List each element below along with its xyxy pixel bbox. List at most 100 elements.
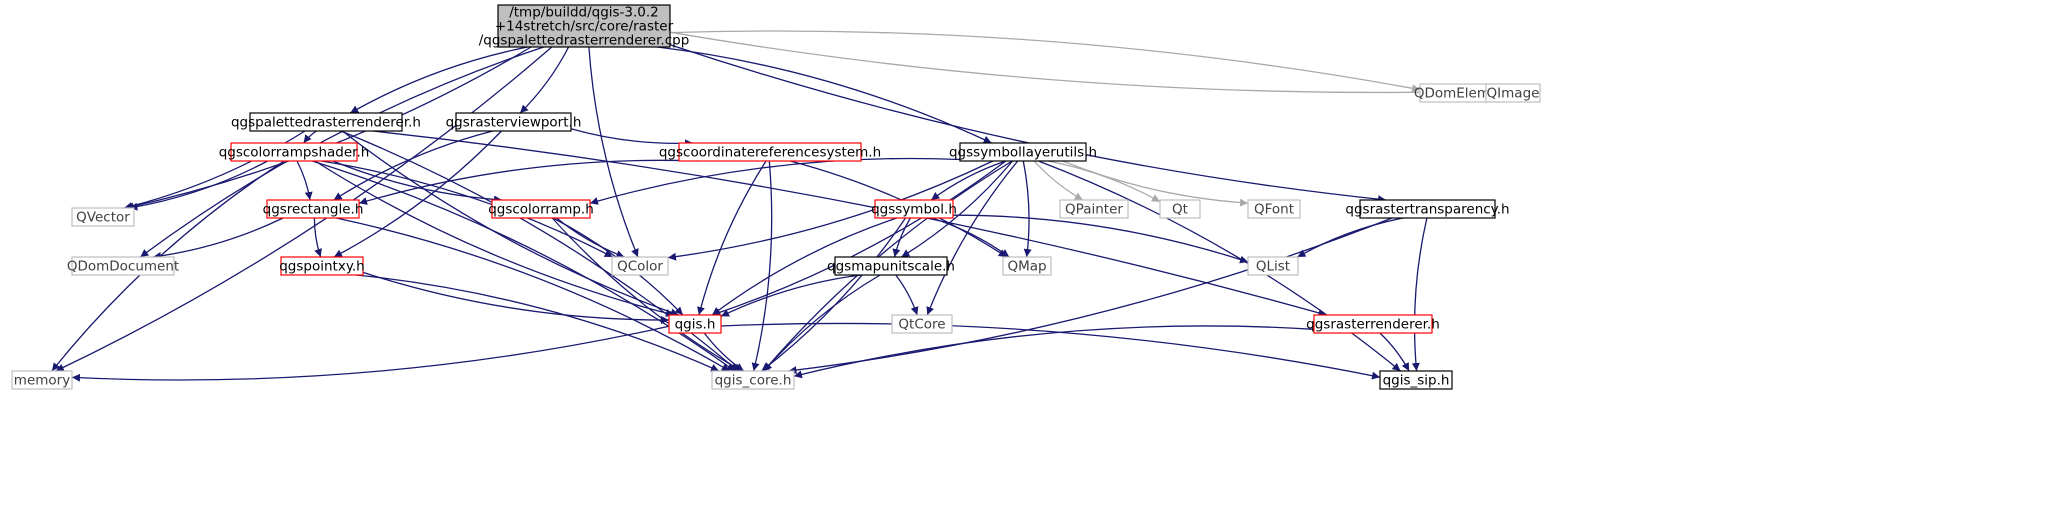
node-label-root: /tmp/buildd/qgis-3.0.2 [509, 5, 659, 21]
node-box-qgscoordinatereferencesystem_h [678, 142, 862, 162]
node-label-qgsrectangle_h: qgsrectangle.h [263, 202, 364, 218]
node-label-qgis_core_h: qgis_core.h [715, 373, 792, 389]
edge-qgscoordinatereferencesystem_h-to-qgis_core_h [751, 160, 773, 372]
node-label-qgspalettedrasterrenderer_h: qgspalettedrasterrenderer.h [231, 115, 421, 131]
node-label-qgscolorramp_h: qgscolorramp.h [488, 202, 594, 218]
node-qlist: QList [1247, 256, 1299, 276]
edge-qgssymbollayerutils_h-to-qgsmapunitscale_h [901, 160, 1014, 258]
edge-qgsrectangle_h-to-qgspointxy_h [313, 217, 322, 258]
edge-qgsrastertransparency_h-to-qgis_core_h [788, 217, 1393, 375]
edge-root-to-qdomdocument [139, 46, 544, 258]
node-qgsmapunitscale_h[interactable]: qgsmapunitscale.h [827, 256, 955, 276]
node-qgsrasterrenderer_h[interactable]: qgsrasterrenderer.h [1306, 314, 1440, 334]
node-qfont: QFont [1247, 199, 1301, 219]
node-box-qimage [1485, 83, 1541, 103]
node-label-memory: memory [14, 373, 70, 389]
edge-root-to-qgspalettedrasterrenderer_h [349, 46, 528, 114]
node-box-qtcore [891, 314, 953, 334]
node-qgis_h[interactable]: qgis.h [668, 314, 722, 334]
edge-qgspalettedrasterrenderer_h-to-qgscolorrampshader_h [303, 130, 317, 144]
edge-qgis_h-to-qgis_sip_h [720, 322, 1381, 380]
edge-root-to-qdomelement [669, 30, 1421, 93]
node-qgscolorramp_h[interactable]: qgscolorramp.h [488, 199, 594, 219]
node-qgssymbol_h[interactable]: qgssymbol.h [871, 199, 957, 219]
edge-qgscolorrampshader_h-to-qgsrectangle_h [296, 160, 313, 201]
node-qgsrectangle_h[interactable]: qgsrectangle.h [263, 199, 364, 219]
node-box-qgsrasterviewport_h [455, 112, 572, 132]
node-box-qfont [1247, 199, 1301, 219]
edge-root-to-qgsrastertransparency_h [669, 44, 1387, 204]
edge-qgsrastertransparency_h-to-qgis_sip_h [1411, 217, 1428, 372]
edge-qgssymbollayerutils_h-to-qfont [1062, 160, 1249, 207]
node-box-qvector [71, 207, 135, 227]
node-label-qgis_h: qgis.h [675, 317, 716, 333]
edge-qgspointxy_h-to-qgis_h [362, 271, 670, 325]
edge-qgssymbollayerutils_h-to-qgis_core_h [763, 160, 1013, 372]
edge-qgscolorrampshader_h-to-qvector [129, 160, 268, 211]
node-box-qgsrastertransparency_h [1359, 199, 1496, 219]
node-label-qimage: QImage [1487, 86, 1540, 102]
node-label-qt: Qt [1172, 202, 1188, 218]
edge-qgssymbol_h-to-qmap [931, 217, 1010, 258]
edge-qgscolorramp_h-to-qgis_core_h [551, 217, 743, 372]
node-root: /tmp/buildd/qgis-3.0.2+14stretch/src/cor… [479, 4, 690, 49]
node-label-qpainter: QPainter [1065, 202, 1123, 218]
node-box-qgis_core_h [711, 370, 795, 390]
node-box-qdomdocument [71, 256, 175, 276]
node-box-qgspointxy_h [280, 256, 364, 276]
node-label-qgsrastertransparency_h: qgsrastertransparency.h [1345, 202, 1509, 218]
node-box-qgis_sip_h [1379, 370, 1453, 390]
node-qgis_sip_h[interactable]: qgis_sip.h [1379, 370, 1453, 390]
node-box-qgscolorramp_h [491, 199, 591, 219]
edge-qgsrectangle_h-to-qdomdocument [152, 217, 284, 260]
node-label-qgsrasterrenderer_h: qgsrasterrenderer.h [1306, 317, 1440, 333]
edge-qgscoordinatereferencesystem_h-to-qgis_h [697, 160, 767, 316]
edge-qgspalettedrasterrenderer_h-to-qgsrasterrenderer_h [372, 130, 1327, 317]
node-qt: Qt [1159, 199, 1201, 219]
node-label-root: /qgspalettedrasterrenderer.cpp [479, 33, 690, 49]
edge-qgscolorrampshader_h-to-qgscolorramp_h [332, 160, 503, 204]
nodes-layer: /tmp/buildd/qgis-3.0.2+14stretch/src/cor… [11, 4, 1541, 390]
edge-qgssymbollayerutils_h-to-qgis_sip_h [1038, 160, 1401, 372]
node-label-qgscolorrampshader_h: qgscolorrampshader.h [219, 145, 370, 161]
node-label-root: +14stretch/src/core/raster [495, 19, 674, 35]
node-label-qlist: QList [1256, 259, 1290, 275]
node-label-qgssymbol_h: qgssymbol.h [871, 202, 957, 218]
edge-qgsrastertransparency_h-to-qlist [1297, 217, 1404, 258]
edge-qgsmapunitscale_h-to-qgis_core_h [763, 274, 881, 372]
node-label-qgsrasterviewport_h: qgsrasterviewport.h [446, 115, 582, 131]
node-label-qvector: QVector [76, 210, 130, 226]
node-box-qgssymbol_h [874, 199, 954, 219]
node-label-qtcore: QtCore [898, 317, 945, 333]
node-box-qgssymbollayerutils_h [959, 142, 1087, 162]
node-box-qgsrectangle_h [266, 199, 360, 219]
edge-qgssymbollayerutils_h-to-qcolor [667, 160, 994, 261]
edge-qgsrasterrenderer_h-to-qgis_core_h [793, 325, 1315, 379]
node-qgsrastertransparency_h[interactable]: qgsrastertransparency.h [1345, 199, 1510, 219]
node-qgscolorrampshader_h[interactable]: qgscolorrampshader.h [219, 142, 370, 162]
edge-qgsrasterviewport_h-to-qgscoordinatereferencesystem_h [570, 128, 694, 148]
node-label-qmap: QMap [1007, 259, 1046, 275]
node-qimage: QImage [1485, 83, 1541, 103]
edge-qgssymbollayerutils_h-to-qt [1047, 160, 1161, 203]
node-memory: memory [11, 370, 73, 390]
node-label-qgspointxy_h: qgspointxy.h [279, 259, 365, 275]
node-qpainter: QPainter [1059, 199, 1129, 219]
node-qgscoordinatereferencesystem_h[interactable]: qgscoordinatereferencesystem.h [659, 142, 881, 162]
edge-qgssymbollayerutils_h-to-qpainter [1033, 160, 1084, 201]
node-qgspointxy_h[interactable]: qgspointxy.h [279, 256, 365, 276]
edges-layer [51, 30, 1487, 382]
node-box-qgsmapunitscale_h [834, 256, 948, 276]
node-qgsrasterviewport_h[interactable]: qgsrasterviewport.h [446, 112, 582, 132]
node-qgspalettedrasterrenderer_h[interactable]: qgspalettedrasterrenderer.h [231, 112, 421, 132]
edge-qgsrectangle_h-to-qgis_core_h [336, 217, 731, 372]
edge-qgssymbollayerutils_h-to-qtcore [926, 160, 1019, 316]
node-box-qlist [1247, 256, 1299, 276]
node-label-qgssymbollayerutils_h: qgssymbollayerutils.h [949, 145, 1097, 161]
node-qgssymbollayerutils_h[interactable]: qgssymbollayerutils.h [949, 142, 1097, 162]
edge-root-to-qimage [669, 31, 1487, 96]
edge-qgsrasterrenderer_h-to-qgis_sip_h [1379, 332, 1410, 372]
node-label-qdomdocument: QDomDocument [67, 259, 179, 275]
edge-qgssymbollayerutils_h-to-qmap [1022, 160, 1032, 258]
